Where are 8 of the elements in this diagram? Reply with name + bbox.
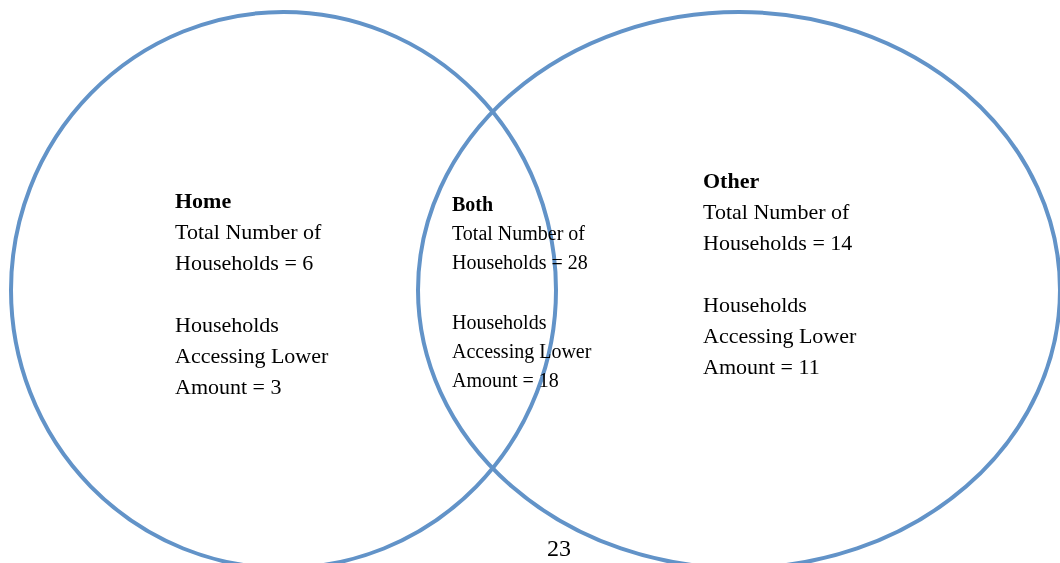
set-count-text: Households Accessing Lower Amount = 3	[175, 311, 330, 401]
set-heading: Home	[175, 187, 233, 215]
set-count-text: Total Number of Households = 6	[175, 218, 323, 277]
set-heading: Other	[703, 167, 761, 195]
set-count-text: Total Number of Households = 14	[703, 198, 854, 257]
page-number: 23	[547, 535, 571, 562]
set-count-text: Households Accessing Lower Amount = 11	[703, 291, 858, 381]
set-heading: Both	[452, 192, 495, 217]
